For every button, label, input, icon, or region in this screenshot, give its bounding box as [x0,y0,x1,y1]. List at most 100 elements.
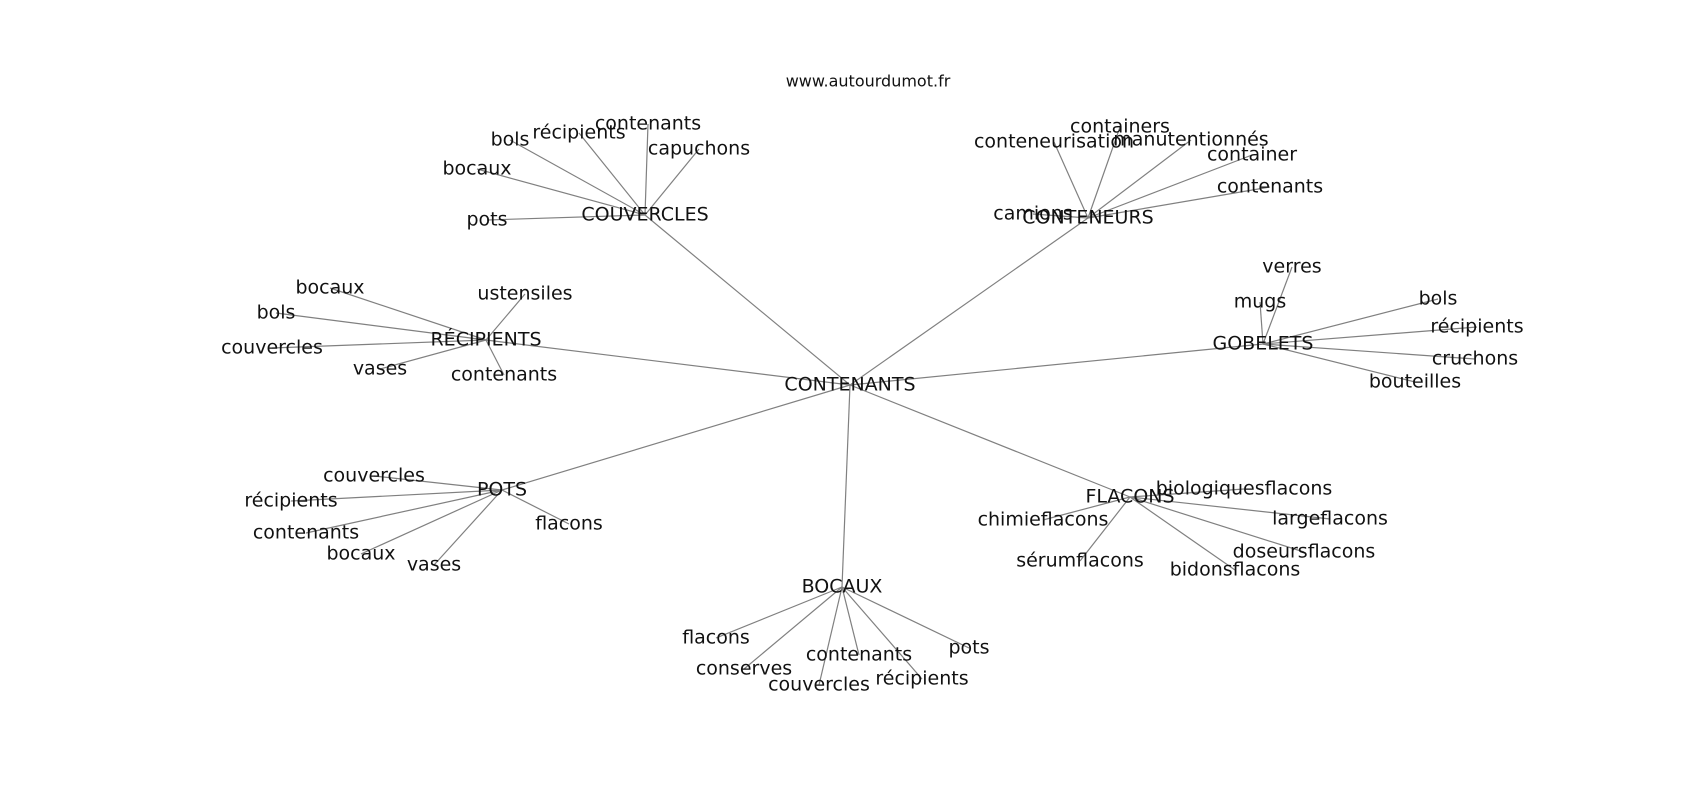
edge-bocaux-conserves [743,586,843,670]
leaf-node-bocaux-couvercles: couvercles [768,674,870,696]
edge-pots-bocaux [360,489,503,555]
leaf-node-conteneurs-containers: containers [1070,116,1170,138]
edge-recipients-bocaux [329,287,487,341]
edge-pots-contenants [305,489,503,534]
leaf-node-flacons-chimieflacons: chimieflacons [978,509,1109,531]
leaf-node-bocaux-recipients: récipients [875,668,968,690]
leaf-node-couvercles-capuchons: capuchons [648,138,750,160]
leaf-node-flacons-doseursflacons: doseursflacons [1233,541,1376,563]
edge-recipients-couvercles [271,339,487,349]
edge-flacons-serumflacons [1079,496,1131,562]
leaf-node-conteneurs-conteneurisation: conteneurisation [974,131,1134,153]
hub-node-conteneurs: CONTENEURS [1022,207,1153,229]
edge-gobelets-verres [1262,266,1293,345]
hub-node-recipients: RÉCIPIENTS [430,328,541,351]
edge-conteneurs-camions [1032,213,1089,219]
leaf-node-recipients-vases: vases [353,358,407,380]
leaf-node-conteneurs-camions: camions [993,203,1072,225]
root-node-label: CONTENANTS [784,374,915,396]
edge-bocaux-couvercles [818,586,843,686]
leaf-node-couvercles-pots: pots [466,209,507,231]
edge-recipients-ustensiles [485,293,526,341]
edge-couvercles-pots [486,214,646,221]
leaf-node-pots-recipients: récipients [244,490,337,512]
leaf-node-conteneurs-contenants: contenants [1217,176,1323,198]
edge-couvercles-bols [509,139,646,216]
edge-flacons-chimieflacons [1042,496,1131,521]
leaf-node-flacons-bidonsflacons: bidonsflacons [1170,559,1301,581]
edge-root-flacons [849,384,1131,498]
leaf-node-couvercles-contenants: contenants [595,113,701,135]
leaf-node-bocaux-conserves: conserves [696,658,792,680]
hub-node-bocaux: BOCAUX [802,576,883,598]
source-credit: www.autourdumot.fr [786,72,951,91]
edge-conteneurs-container [1087,154,1253,219]
edge-gobelets-recipients [1262,326,1478,345]
edge-root-recipients [485,339,851,386]
leaf-node-flacons-largeflacons: largeflacons [1272,508,1388,530]
edge-flacons-biologiquesflacons [1129,488,1245,498]
leaf-node-recipients-couvercles: couvercles [221,337,323,359]
leaf-node-pots-vases: vases [407,554,461,576]
edge-couvercles-capuchons [644,148,700,216]
leaf-node-gobelets-cruchons: cruchons [1432,348,1518,370]
edge-root-gobelets [849,343,1264,386]
leaf-node-gobelets-verres: verres [1262,256,1321,278]
leaf-node-recipients-contenants: contenants [451,364,557,386]
leaf-node-bocaux-contenants: contenants [806,644,912,666]
edge-root-pots [501,384,851,491]
leaf-node-bocaux-flacons: flacons [682,627,750,649]
edge-bocaux-contenants [841,586,860,656]
leaf-node-conteneurs-container: container [1207,144,1297,166]
leaf-node-flacons-serumflacons: sérumflacons [1016,550,1144,572]
edge-conteneurs-manutentionnes [1087,139,1192,219]
leaf-node-pots-flacons: flacons [535,513,603,535]
leaf-node-pots-couvercles: couvercles [323,465,425,487]
leaf-node-gobelets-recipients: récipients [1430,316,1523,338]
edge-conteneurs-conteneurisation [1053,141,1089,219]
leaf-node-recipients-ustensiles: ustensiles [477,283,572,305]
edge-recipients-bols [275,312,487,341]
edge-pots-vases [433,489,503,566]
edge-pots-flacons [501,489,570,525]
leaf-node-gobelets-mugs: mugs [1234,291,1287,313]
edge-couvercles-contenants [644,123,649,216]
edge-bocaux-pots [841,586,970,649]
leaf-node-couvercles-bocaux: bocaux [442,158,511,180]
hub-node-couvercles: COUVERCLES [581,204,708,226]
edge-root-conteneurs [849,217,1089,386]
edge-pots-recipients [290,489,503,502]
edge-gobelets-cruchons [1262,343,1476,360]
leaf-node-couvercles-recipients: récipients [532,122,625,144]
leaf-node-pots-contenants: contenants [253,522,359,544]
hub-node-pots: POTS [477,479,527,501]
edge-couvercles-bocaux [476,168,646,216]
edge-conteneurs-containers [1087,126,1121,219]
edge-gobelets-bols [1262,298,1439,345]
edge-bocaux-recipients [841,586,923,680]
leaf-node-gobelets-bouteilles: bouteilles [1369,371,1461,393]
edge-bocaux-flacons [715,586,843,639]
edge-conteneurs-contenants [1087,186,1271,219]
leaf-node-recipients-bols: bols [257,302,296,324]
edge-layer [271,123,1478,686]
label-layer: www.autourdumot.fr CONTENANTS pots bocaux… [221,72,1524,696]
leaf-node-pots-bocaux: bocaux [326,543,395,565]
hub-node-flacons: FLACONS [1085,486,1174,508]
leaf-node-gobelets-bols: bols [1419,288,1458,310]
edge-root-couvercles [644,214,851,386]
leaf-node-conteneurs-manutentionnes: manutentionnés [1113,129,1268,151]
leaf-node-flacons-biologiquesflacons: biologiquesflacons [1156,478,1333,500]
edge-recipients-contenants [485,339,505,376]
leaf-node-recipients-bocaux: bocaux [295,277,364,299]
edge-couvercles-recipients [578,132,646,216]
hub-node-gobelets: GOBELETS [1213,333,1314,355]
edge-pots-couvercles [373,475,503,491]
edge-recipients-vases [379,339,487,370]
edge-gobelets-mugs [1259,301,1264,345]
edge-flacons-largeflacons [1129,496,1331,520]
leaf-node-bocaux-pots: pots [948,637,989,659]
edge-flacons-doseursflacons [1129,496,1305,553]
leaf-node-couvercles-bols: bols [491,129,530,151]
